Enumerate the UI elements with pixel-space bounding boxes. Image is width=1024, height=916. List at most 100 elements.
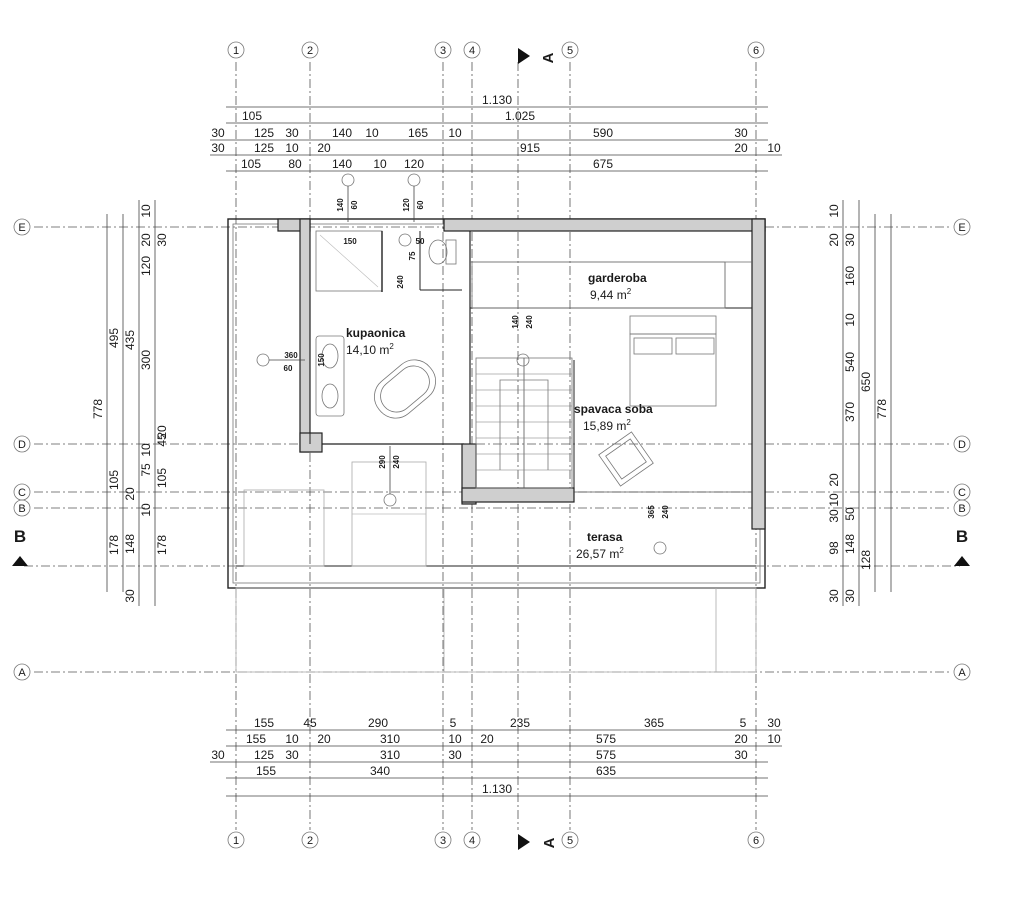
svg-text:30: 30 (734, 748, 748, 762)
furniture (243, 234, 726, 567)
svg-text:635: 635 (596, 764, 616, 778)
right-dimensions: 778 650 128 540 370 50 148 30 10 20 30 1… (827, 200, 892, 606)
svg-text:30: 30 (827, 589, 841, 603)
svg-text:10: 10 (448, 126, 462, 140)
axis-label-3: 3 (440, 45, 446, 57)
room-name-spavaca: spavaca soba (574, 402, 653, 416)
svg-text:240: 240 (525, 315, 534, 329)
svg-text:2: 2 (307, 835, 313, 847)
svg-text:E: E (958, 222, 965, 234)
svg-text:B: B (958, 503, 965, 515)
top-dimensions: 1.130 105 1.025 30 125 30 140 10 165 10 … (210, 93, 782, 172)
svg-text:1.130: 1.130 (482, 782, 512, 796)
svg-text:370: 370 (843, 402, 857, 422)
svg-text:125: 125 (254, 141, 274, 155)
svg-text:3: 3 (440, 835, 446, 847)
svg-text:A: A (958, 667, 966, 679)
svg-text:310: 310 (380, 732, 400, 746)
svg-text:10: 10 (373, 157, 387, 171)
svg-text:10: 10 (448, 732, 462, 746)
axis-label-2: 2 (307, 45, 313, 57)
svg-text:1.130: 1.130 (482, 93, 512, 107)
room-area-spavaca: 15,89 m2 (583, 418, 631, 433)
svg-text:20: 20 (139, 233, 153, 247)
svg-text:235: 235 (510, 716, 530, 730)
svg-text:E: E (18, 222, 25, 234)
svg-text:915: 915 (520, 141, 540, 155)
svg-text:5: 5 (567, 835, 573, 847)
svg-text:5: 5 (450, 716, 457, 730)
svg-text:140: 140 (336, 198, 345, 212)
building-walls (227, 218, 766, 673)
svg-text:30: 30 (285, 126, 299, 140)
section-arrow-icon (518, 48, 530, 64)
svg-text:240: 240 (396, 275, 405, 289)
svg-text:30: 30 (123, 589, 137, 603)
section-arrow-icon (12, 556, 28, 566)
axis-label-5: 5 (567, 45, 573, 57)
room-area-garderoba: 9,44 m2 (590, 287, 632, 302)
svg-text:10: 10 (285, 141, 299, 155)
svg-text:C: C (958, 487, 966, 499)
svg-text:540: 540 (843, 352, 857, 372)
svg-text:140: 140 (511, 315, 520, 329)
svg-text:C: C (18, 487, 26, 499)
svg-text:105: 105 (241, 157, 261, 171)
svg-text:365: 365 (644, 716, 664, 730)
armchair-icon (598, 431, 654, 487)
svg-text:A: A (18, 667, 26, 679)
svg-text:10: 10 (139, 503, 153, 517)
svg-text:120: 120 (139, 256, 153, 276)
svg-text:435: 435 (123, 330, 137, 350)
svg-text:10: 10 (139, 443, 153, 457)
axis-label-4: 4 (469, 45, 475, 57)
svg-text:50: 50 (416, 237, 425, 246)
svg-text:140: 140 (332, 126, 352, 140)
svg-text:165: 165 (408, 126, 428, 140)
svg-text:360: 360 (284, 351, 298, 360)
wardrobe-icon (471, 261, 726, 309)
svg-text:120: 120 (402, 198, 411, 212)
svg-text:575: 575 (596, 748, 616, 762)
svg-text:6: 6 (753, 835, 759, 847)
svg-text:20: 20 (734, 732, 748, 746)
svg-text:30: 30 (734, 126, 748, 140)
svg-text:495: 495 (107, 328, 121, 348)
svg-text:140: 140 (332, 157, 352, 171)
svg-text:365: 365 (647, 505, 656, 519)
section-arrow-icon (954, 556, 970, 566)
svg-text:148: 148 (843, 534, 857, 554)
svg-text:310: 310 (380, 748, 400, 762)
bottom-dimensions: 155 45 290 5 235 365 5 30 155 10 20 310 … (210, 716, 782, 797)
svg-text:160: 160 (843, 266, 857, 286)
svg-text:590: 590 (593, 126, 613, 140)
svg-text:20: 20 (317, 141, 331, 155)
top-axis-markers: 1 2 3 4 5 6 A (227, 41, 765, 64)
svg-text:50: 50 (843, 507, 857, 521)
svg-text:20: 20 (734, 141, 748, 155)
svg-text:75: 75 (408, 251, 417, 260)
section-arrow-icon (518, 834, 530, 850)
svg-text:98: 98 (827, 541, 841, 555)
svg-text:290: 290 (378, 455, 387, 469)
svg-text:20: 20 (317, 732, 331, 746)
svg-text:B: B (18, 503, 25, 515)
bottom-axis-markers: 1 2 3 4 5 6 A (227, 831, 765, 850)
svg-text:155: 155 (246, 732, 266, 746)
room-labels: kupaonica 14,10 m2 garderoba 9,44 m2 spa… (346, 271, 653, 561)
svg-text:5: 5 (740, 716, 747, 730)
svg-text:30: 30 (448, 748, 462, 762)
section-label-b-right: B (956, 527, 968, 546)
svg-text:10: 10 (767, 732, 781, 746)
svg-text:240: 240 (392, 455, 401, 469)
svg-text:60: 60 (350, 200, 359, 209)
svg-text:650: 650 (859, 372, 873, 392)
svg-text:778: 778 (875, 399, 889, 419)
room-area-kupaonica: 14,10 m2 (346, 342, 394, 357)
svg-text:30: 30 (767, 716, 781, 730)
axis-label-6: 6 (753, 45, 759, 57)
bathtub-icon (373, 359, 437, 419)
svg-text:30: 30 (827, 509, 841, 523)
svg-text:10: 10 (139, 204, 153, 218)
stairs-icon (475, 357, 573, 489)
